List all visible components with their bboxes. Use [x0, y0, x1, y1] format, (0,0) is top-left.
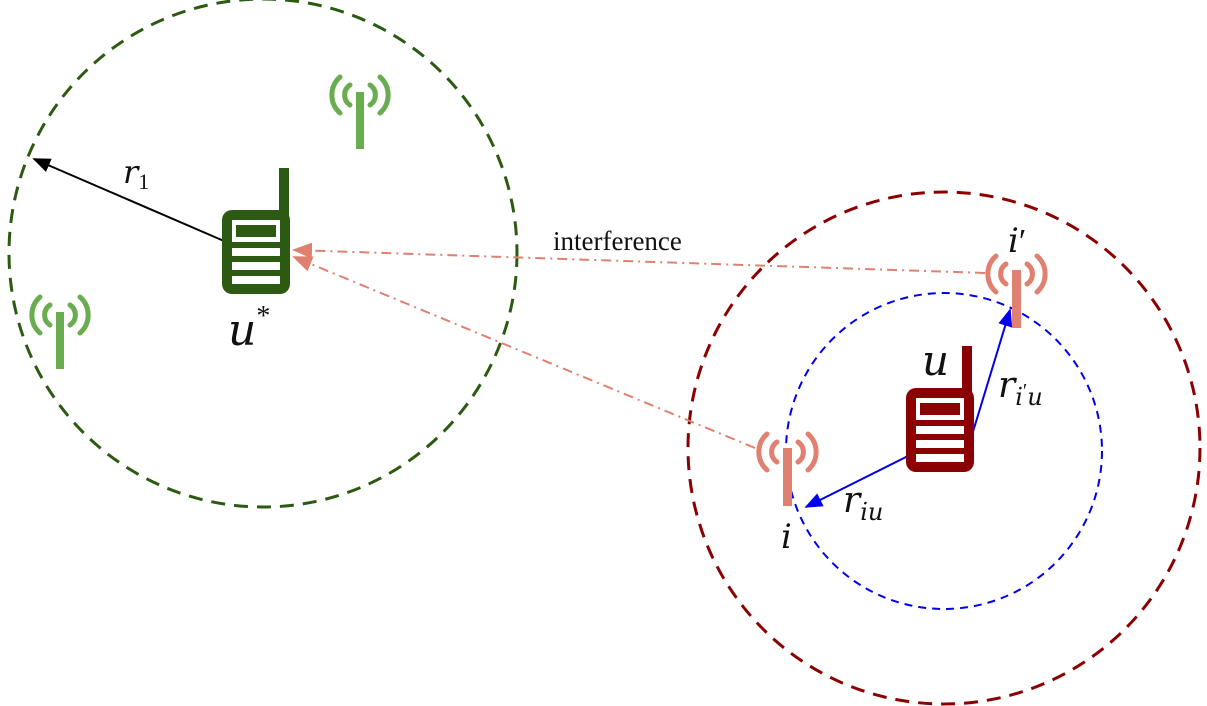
- walkie-talkie-icon: [222, 168, 290, 294]
- link-r-ipu-arrow: [971, 308, 1013, 436]
- link-r-iu-arrow: [804, 454, 911, 508]
- antenna-tower-icon: [985, 253, 1048, 328]
- walkie-talkie-icon: [906, 346, 974, 472]
- u-star-label: u*: [228, 301, 270, 356]
- u-label: u: [922, 336, 949, 385]
- antenna-tower-icon: [756, 431, 819, 506]
- r-ipu-label: ri′u: [998, 365, 1043, 411]
- antenna-tower-icon: [29, 294, 91, 369]
- coverage-circle-green: [7, 0, 519, 509]
- i-label: i: [781, 517, 792, 557]
- antenna-tower-icon: [329, 74, 391, 149]
- interference-label: interference: [553, 226, 682, 256]
- r1-label: r1: [123, 153, 149, 194]
- coverage-circle-red: [686, 190, 1202, 706]
- interference-arrow-bottom: [292, 256, 756, 449]
- interference-arrow-top: [292, 242, 986, 274]
- radius-r1-arrow: [32, 158, 225, 242]
- i-prime-label: i′: [1008, 221, 1026, 261]
- r-iu-label: riu: [843, 480, 883, 526]
